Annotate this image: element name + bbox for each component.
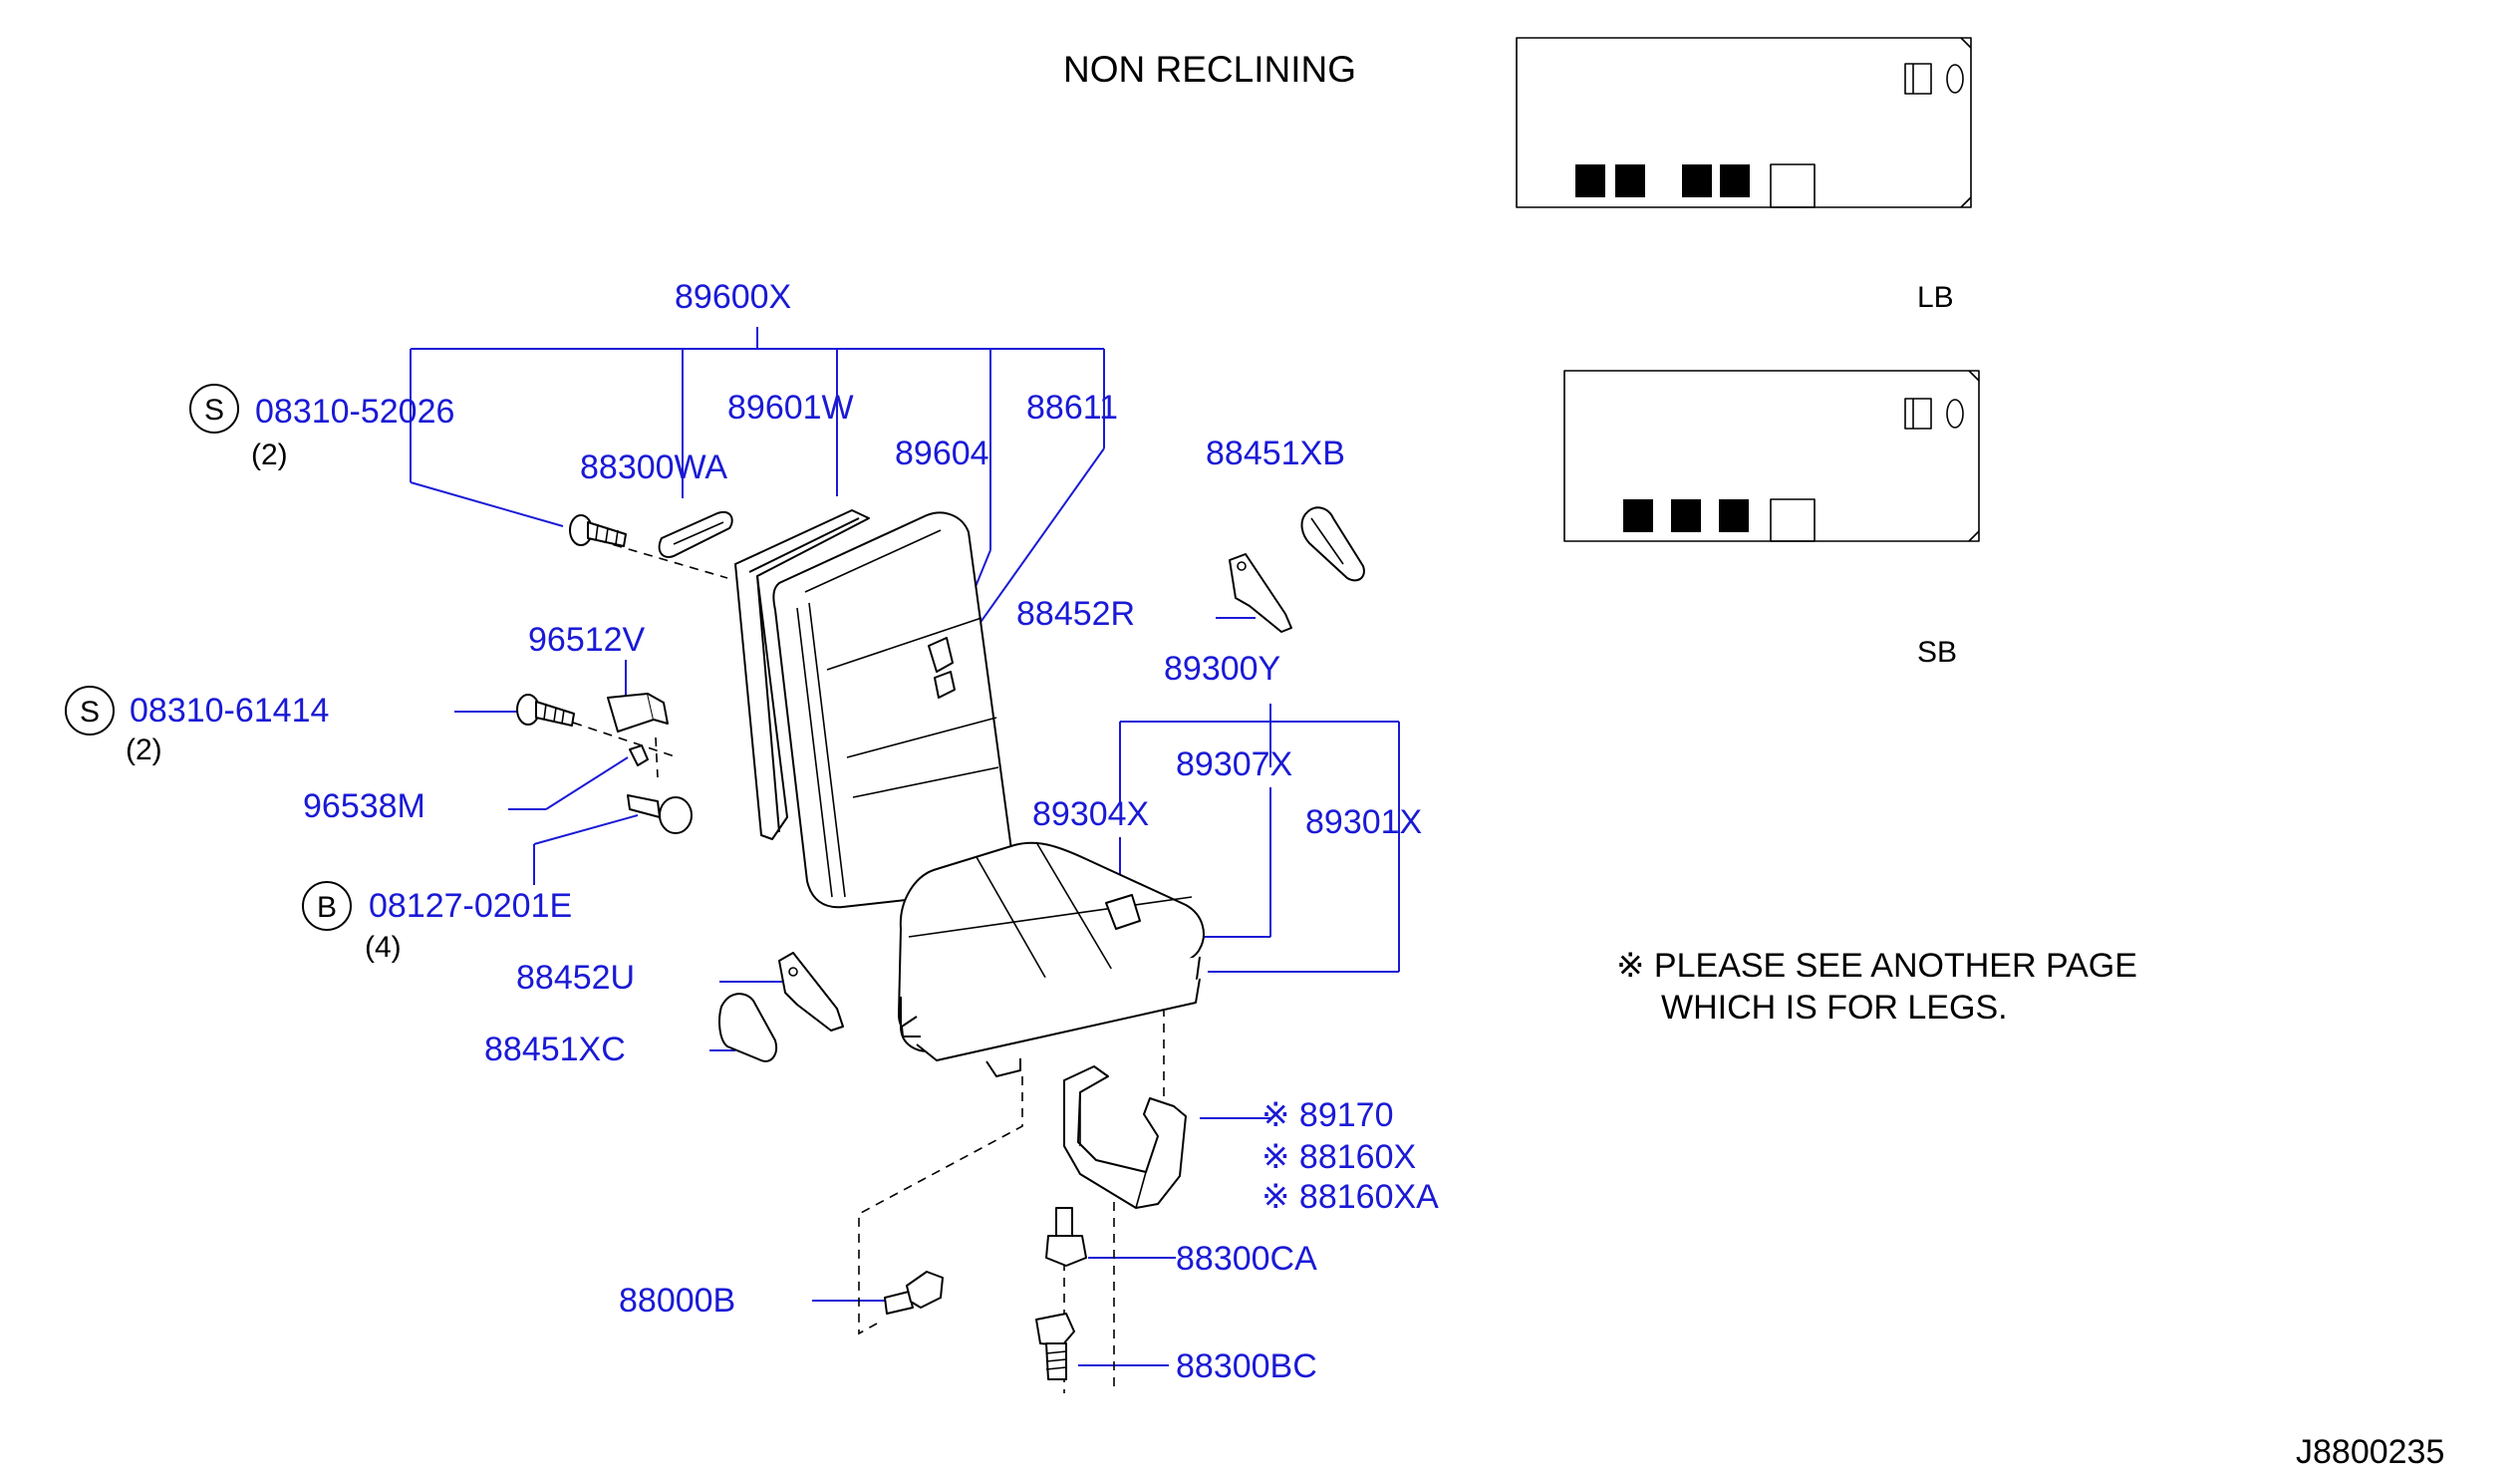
part-88451xb[interactable]: 88451XB bbox=[1206, 435, 1345, 472]
part-88452r[interactable]: 88452R bbox=[1016, 595, 1135, 633]
part-96538m[interactable]: 96538M bbox=[303, 787, 425, 825]
qty-08127-0201e: (4) bbox=[365, 931, 402, 964]
qty-08310-52026: (2) bbox=[251, 439, 288, 471]
leader-lines bbox=[410, 327, 1400, 1366]
bolt-08127-0201e bbox=[627, 794, 693, 834]
part-89600x[interactable]: 89600X bbox=[675, 278, 791, 316]
clip-96512v bbox=[607, 693, 669, 733]
part-96512v[interactable]: 96512V bbox=[528, 621, 646, 659]
part-08127-0201e[interactable]: 08127-0201E bbox=[369, 887, 572, 925]
bolt-88300bc bbox=[1035, 1313, 1075, 1380]
part-88452u[interactable]: 88452U bbox=[516, 959, 635, 997]
screw-08310-61414 bbox=[516, 694, 575, 727]
leg-89170 bbox=[1063, 1065, 1187, 1209]
screw-08310-52026 bbox=[569, 514, 627, 547]
screw-symbol-2: S bbox=[65, 686, 115, 736]
handle-88300wa bbox=[658, 510, 733, 558]
part-88160x[interactable]: ※ 88160X bbox=[1261, 1138, 1416, 1176]
part-88000b[interactable]: 88000B bbox=[619, 1282, 735, 1320]
seat-back-trim bbox=[734, 509, 870, 840]
screw-symbol-1-letter: S bbox=[204, 394, 224, 427]
bolt-symbol-letter: B bbox=[317, 891, 337, 924]
part-08310-52026[interactable]: 08310-52026 bbox=[255, 393, 454, 431]
part-08310-61414[interactable]: 08310-61414 bbox=[130, 692, 329, 730]
part-88160xa[interactable]: ※ 88160XA bbox=[1261, 1178, 1439, 1216]
variant-lb-diagram bbox=[1516, 37, 1972, 208]
part-88300bc[interactable]: 88300BC bbox=[1176, 1347, 1317, 1385]
cover-88451xb bbox=[1300, 506, 1365, 582]
part-88300wa[interactable]: 88300WA bbox=[580, 448, 727, 486]
bolt-symbol: B bbox=[302, 881, 352, 931]
part-88300ca[interactable]: 88300CA bbox=[1176, 1240, 1317, 1278]
part-89301x[interactable]: 89301X bbox=[1305, 803, 1422, 841]
screw-symbol-1: S bbox=[189, 384, 239, 434]
bolt-88300ca bbox=[1045, 1207, 1087, 1267]
part-88451xc[interactable]: 88451XC bbox=[484, 1031, 626, 1068]
drawing-id: J8800235 bbox=[2296, 1433, 2444, 1471]
part-89601w[interactable]: 89601W bbox=[727, 389, 854, 427]
note-line-1: ※ PLEASE SEE ANOTHER PAGE bbox=[1616, 947, 2137, 985]
variant-sb-label: SB bbox=[1917, 636, 1957, 669]
qty-08310-61414: (2) bbox=[126, 734, 162, 766]
variant-lb-label: LB bbox=[1917, 281, 1954, 314]
part-89304x[interactable]: 89304X bbox=[1032, 795, 1149, 833]
clip-96538m bbox=[629, 744, 649, 766]
hinge-88452r bbox=[1229, 553, 1292, 633]
part-89300y[interactable]: 89300Y bbox=[1164, 650, 1280, 688]
hinge-88452u bbox=[778, 952, 844, 1032]
cover-88451xc bbox=[718, 993, 777, 1062]
part-89604[interactable]: 89604 bbox=[895, 435, 989, 472]
variant-sb-diagram bbox=[1563, 370, 1980, 542]
seat-back bbox=[772, 511, 1014, 909]
part-89170[interactable]: ※ 89170 bbox=[1261, 1096, 1393, 1134]
seat-cushion bbox=[898, 841, 1205, 1077]
note-line-2: WHICH IS FOR LEGS. bbox=[1661, 989, 2008, 1027]
diagram-heading: NON RECLINING bbox=[1063, 49, 1356, 90]
part-89307x[interactable]: 89307X bbox=[1176, 745, 1292, 783]
screw-symbol-2-letter: S bbox=[80, 696, 100, 729]
part-88611[interactable]: 88611 bbox=[1026, 389, 1118, 427]
bolt-88000b bbox=[884, 1271, 944, 1315]
